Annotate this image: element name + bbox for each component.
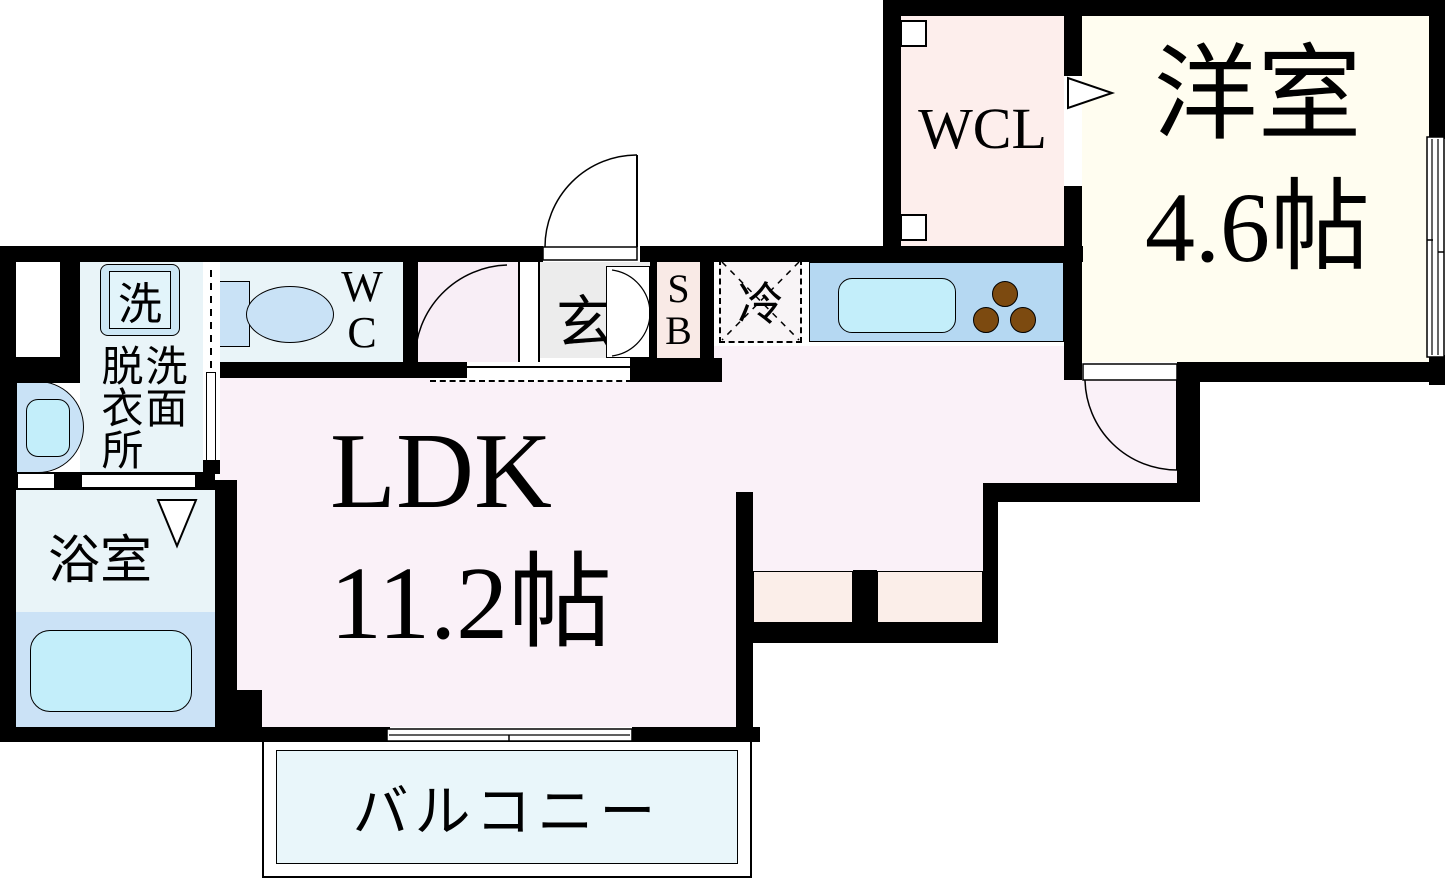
western-room-size: 4.6帖 [1145,172,1370,284]
wall [853,570,877,623]
wall [16,357,80,383]
wcl-room [901,16,1064,246]
wall [883,0,1445,16]
balcony-floor: バルコニー [276,750,738,864]
wall [632,727,760,742]
refrigerator-space: 冷 [719,259,802,343]
wall [640,246,885,262]
entrance-step [430,366,632,382]
wall [60,262,80,360]
wall-column [218,690,262,742]
wall [215,480,237,742]
wall [1177,362,1445,382]
wall [1429,0,1445,139]
western-door-leaf [1082,363,1178,381]
hall-door-leaf [518,262,540,362]
wall [742,623,998,643]
balcony: バルコニー [262,740,752,878]
ldk-name: LDK [330,412,552,531]
wall [1064,186,1082,380]
ldk-floor-door-nook [1082,380,1177,483]
wall [403,262,418,362]
ldk-label: LDK 11.2帖 [330,404,612,669]
entrance-label: 玄 [556,291,615,356]
storage-closet-right [877,571,983,623]
dressing-label-left: 脱衣所 [95,344,141,470]
stove-burner-right [1010,307,1036,333]
wc-label-line1: W [341,262,383,311]
wall [983,483,998,643]
shoe-box-line1: S [667,266,690,311]
western-room-label: 洋室 4.6帖 [1085,28,1430,293]
stove-burner-left [973,307,999,333]
bath-label: 浴室 [48,533,153,590]
entrance-door-leaf [542,246,638,261]
wall [650,262,657,358]
dressing-wall-niche [18,474,54,488]
washing-machine: 洗 [109,271,171,329]
refrigerator-label: 冷 [737,279,784,330]
bath-door-opening [82,474,195,488]
western-room-name: 洋室 [1153,38,1362,153]
wall [736,492,753,727]
washer-label: 洗 [118,280,162,329]
toilet-bowl [246,286,334,343]
wall [0,246,543,262]
wall [203,460,220,474]
ldk-size: 11.2帖 [330,546,613,661]
vanity-basin [26,399,70,457]
western-room [1082,16,1429,362]
wall [883,246,1083,262]
wc-label-line2: C [347,308,377,357]
wall [1177,382,1200,502]
stove-burner-top [992,281,1018,307]
wall [1064,0,1082,76]
storage-closet-left [753,571,853,623]
shoe-box-line2: B [665,308,692,353]
wall [0,246,16,742]
wall [700,255,714,362]
shoe-cabinet [606,266,650,358]
hall-door-cell [418,262,518,362]
wc-label: W C [340,264,384,356]
wcl-label: WCL [918,95,1047,161]
kitchen-sink [838,278,956,333]
wcl-pillar-top [900,20,927,47]
wcl-pillar-bottom [900,214,927,241]
dressing-label-right: 洗面 [139,344,185,428]
shoe-box [657,262,700,358]
wall [983,483,1200,502]
wall [220,362,467,378]
shoe-box-label: S B [657,268,700,352]
balcony-label: バルコニー [352,781,662,844]
wall [0,727,390,742]
wall [883,0,901,262]
entrance-door-arc [544,154,638,248]
pocket-door-panel [206,372,216,468]
bathtub [30,630,192,712]
wall [630,358,722,382]
